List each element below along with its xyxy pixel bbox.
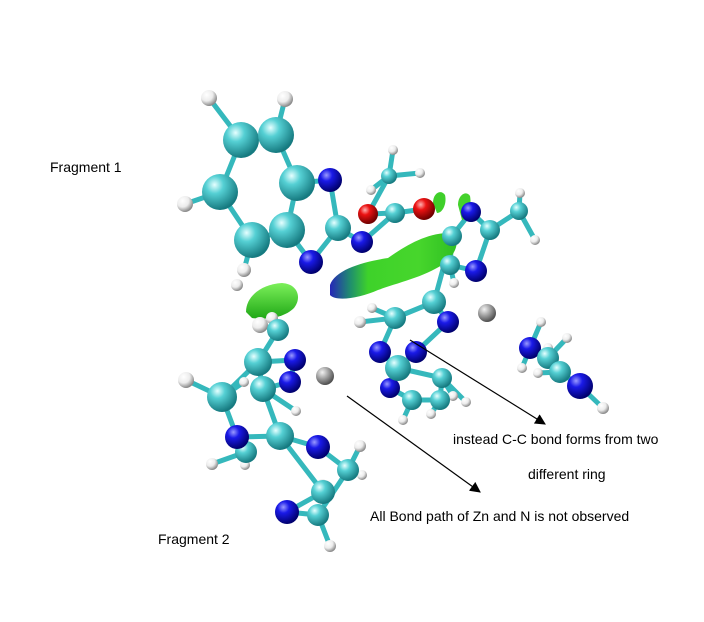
nci-surface-small-1	[433, 192, 446, 213]
hydrogen-atom	[388, 145, 398, 155]
hydrogen-atom	[324, 540, 336, 552]
nitrogen-atom	[299, 250, 323, 274]
hydrogen-atom	[252, 317, 268, 333]
carbon-atom	[549, 361, 571, 383]
annotation-cc-bond-line2: different ring	[528, 466, 606, 482]
zinc-atom	[316, 367, 334, 385]
hydrogen-atom	[354, 316, 366, 328]
hydrogen-atom	[562, 333, 572, 343]
hydrogen-atom	[597, 402, 609, 414]
nitrogen-atom	[519, 337, 541, 359]
carbon-atom	[223, 122, 259, 158]
carbon-atom	[266, 422, 294, 450]
carbon-atom	[250, 376, 276, 402]
carbon-atom	[385, 203, 405, 223]
hydrogen-atom	[461, 397, 471, 407]
carbon-atom	[510, 202, 528, 220]
nci-surfaces	[246, 192, 471, 319]
annotation-arrows	[346, 339, 546, 493]
hydrogen-atom	[449, 278, 459, 288]
nitrogen-atom	[380, 378, 400, 398]
carbon-atom	[442, 226, 462, 246]
carbon-atom	[381, 168, 397, 184]
carbon-atom	[234, 222, 270, 258]
zinc-atom	[478, 304, 496, 322]
hydrogen-atom	[231, 279, 243, 291]
carbon-atom	[244, 348, 272, 376]
carbon-atom	[202, 174, 238, 210]
hydrogen-atom	[536, 317, 546, 327]
hydrogen-atom	[515, 188, 525, 198]
carbon-atom	[307, 504, 329, 526]
nitrogen-atom	[284, 349, 306, 371]
carbon-atom	[384, 307, 406, 329]
hydrogen-atom	[354, 440, 366, 452]
fragment-2-label: Fragment 2	[158, 531, 230, 547]
carbon-atom	[337, 459, 359, 481]
nitrogen-atom	[369, 341, 391, 363]
hydrogen-atom	[291, 406, 301, 416]
nitrogen-atom	[465, 260, 487, 282]
nitrogen-atom	[306, 435, 330, 459]
hydrogen-atom	[177, 196, 193, 212]
carbon-atom	[269, 212, 305, 248]
nitrogen-atom	[279, 371, 301, 393]
carbon-atom	[422, 290, 446, 314]
hydrogen-atom	[530, 235, 540, 245]
hydrogen-atom	[366, 185, 376, 195]
hydrogen-atom	[398, 415, 408, 425]
nitrogen-atom	[437, 311, 459, 333]
nitrogen-atom	[351, 231, 373, 253]
hydrogen-atom	[178, 372, 194, 388]
hydrogen-atom	[201, 90, 217, 106]
carbon-atom	[480, 220, 500, 240]
carbon-atom	[430, 390, 450, 410]
oxygen-atom	[358, 204, 378, 224]
nitrogen-atom	[318, 168, 342, 192]
nitrogen-atom	[275, 500, 299, 524]
fragment-1-label: Fragment 1	[50, 159, 122, 175]
hydrogen-atom	[277, 91, 293, 107]
nci-surface-left	[246, 283, 298, 319]
annotation-zn-n: All Bond path of Zn and N is not observe…	[370, 508, 630, 524]
hydrogen-atom	[357, 470, 367, 480]
nitrogen-atom	[461, 202, 481, 222]
carbon-atom	[440, 255, 460, 275]
arrow-zn-n	[346, 395, 481, 493]
carbon-atom	[311, 480, 335, 504]
carbon-atom	[432, 368, 452, 388]
hydrogen-atom	[533, 368, 543, 378]
nci-surface-main	[330, 233, 457, 299]
hydrogen-atom	[415, 168, 425, 178]
oxygen-atom	[413, 198, 435, 220]
hydrogen-atom	[237, 263, 251, 277]
carbon-atom	[258, 117, 294, 153]
hydrogen-atom	[448, 391, 458, 401]
carbon-atom	[402, 390, 422, 410]
atoms-layer	[177, 90, 609, 552]
annotation-cc-bond-line1: instead C-C bond forms from two	[453, 431, 659, 447]
carbon-atom	[279, 165, 315, 201]
hydrogen-atom	[239, 377, 249, 387]
nitrogen-atom	[567, 373, 593, 399]
carbon-atom	[385, 355, 411, 381]
carbon-atom	[207, 382, 237, 412]
hydrogen-atom	[517, 363, 527, 373]
carbon-atom	[325, 215, 351, 241]
carbon-atom	[267, 319, 289, 341]
arrow-cc-bond	[409, 339, 546, 425]
hydrogen-atom	[367, 303, 377, 313]
hydrogen-atom	[426, 409, 436, 419]
hydrogen-atom	[206, 458, 218, 470]
nitrogen-atom	[225, 425, 249, 449]
